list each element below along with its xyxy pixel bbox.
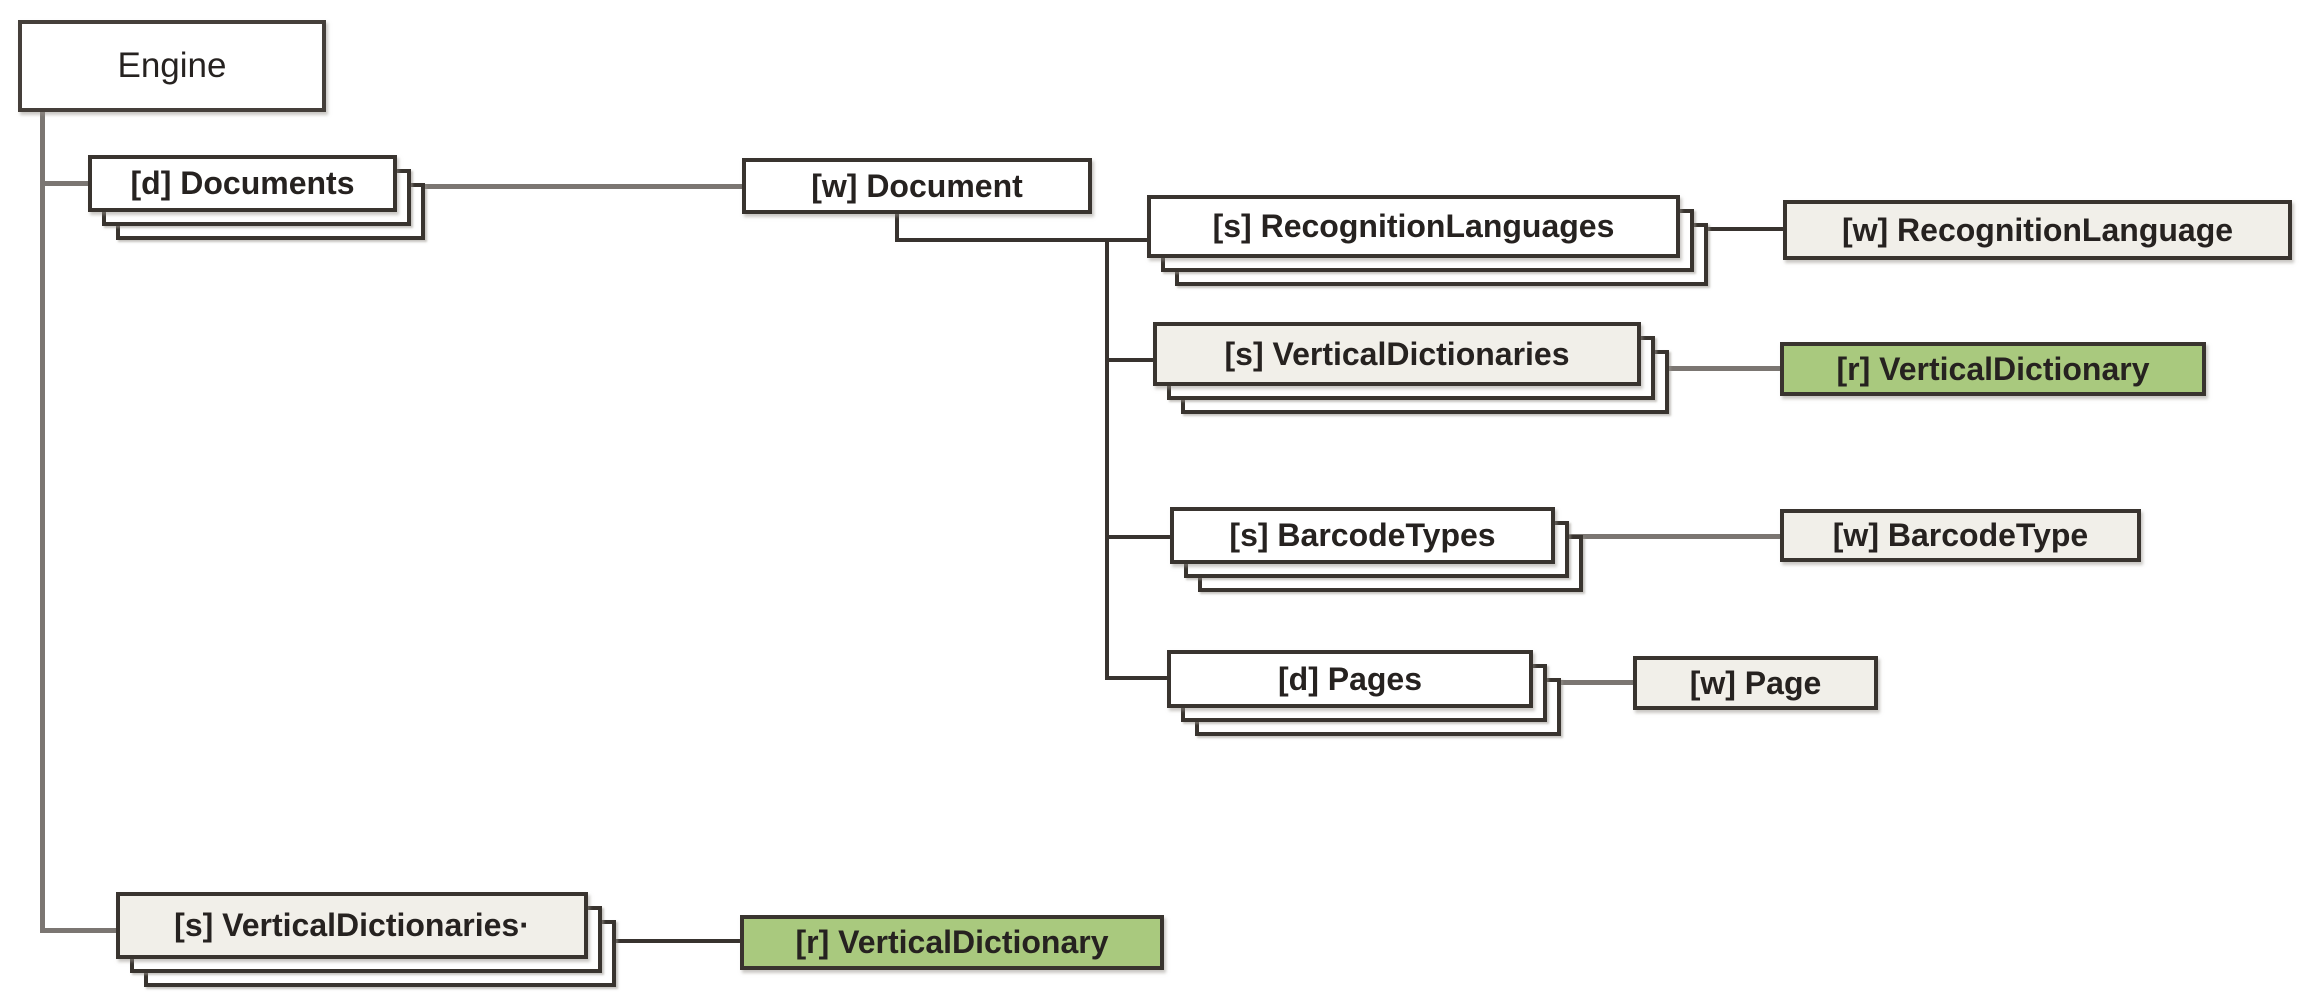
connector-verticaldictionaries-verticaldictionary bbox=[1630, 366, 1780, 371]
connector-document-child-spine bbox=[1105, 238, 1109, 680]
node-recognition-languages: [s] RecognitionLanguages bbox=[1147, 195, 1708, 286]
connector-documents-document bbox=[402, 184, 747, 189]
node-barcode-types-label: [s] BarcodeTypes bbox=[1229, 517, 1496, 553]
node-pages-label: [d] Pages bbox=[1277, 660, 1423, 697]
node-vertical-dictionaries-engine: [s] VerticalDictionaries· bbox=[116, 892, 616, 987]
node-engine: Engine bbox=[18, 20, 326, 112]
connector-pages-page bbox=[1525, 680, 1635, 685]
node-barcode-type: [w] BarcodeType bbox=[1780, 509, 2141, 562]
node-vertical-dictionary-label: [r] VerticalDictionary bbox=[1836, 350, 2150, 387]
connector-verticaldictionaries2-verticaldictionary2 bbox=[580, 939, 744, 943]
node-engine-label: Engine bbox=[117, 46, 227, 85]
node-recognition-language: [w] RecognitionLanguage bbox=[1783, 200, 2292, 260]
node-documents: [d] Documents bbox=[88, 155, 425, 240]
node-vertical-dictionary-engine: [r] VerticalDictionary bbox=[740, 915, 1164, 970]
connector-engine-verticaldictionaries bbox=[40, 928, 126, 933]
node-vertical-dictionaries-label: [s] VerticalDictionaries bbox=[1224, 335, 1570, 372]
node-vertical-dictionaries-engine-label: [s] VerticalDictionaries· bbox=[174, 907, 530, 943]
connector-spine-barcodetypes bbox=[1105, 535, 1170, 539]
node-recognition-languages-label: [s] RecognitionLanguages bbox=[1212, 208, 1615, 244]
connector-barcodetypes-barcodetype bbox=[1545, 534, 1780, 539]
node-barcode-type-label: [w] BarcodeType bbox=[1832, 517, 2089, 553]
node-pages: [d] Pages bbox=[1167, 650, 1561, 736]
node-page-label: [w] Page bbox=[1689, 664, 1822, 701]
connector-spine-pages bbox=[1105, 676, 1173, 680]
connector-spine-verticaldictionaries bbox=[1105, 358, 1160, 362]
connector-engine-documents bbox=[40, 181, 100, 186]
node-page: [w] Page bbox=[1633, 656, 1878, 710]
connector-engine-spine bbox=[40, 108, 45, 933]
node-barcode-types: [s] BarcodeTypes bbox=[1170, 507, 1583, 592]
node-document: [w] Document bbox=[742, 158, 1092, 214]
node-documents-label: [d] Documents bbox=[130, 165, 355, 201]
node-vertical-dictionary: [r] VerticalDictionary bbox=[1780, 342, 2206, 396]
node-document-label: [w] Document bbox=[811, 167, 1023, 204]
connector-document-drop bbox=[895, 212, 899, 242]
node-vertical-dictionaries: [s] VerticalDictionaries bbox=[1153, 322, 1669, 414]
connector-document-elbow bbox=[895, 238, 1153, 242]
node-vertical-dictionary-engine-label: [r] VerticalDictionary bbox=[795, 924, 1109, 960]
connector-recognitionlanguages-recognitionlanguage bbox=[1670, 227, 1783, 231]
node-recognition-language-label: [w] RecognitionLanguage bbox=[1841, 211, 2234, 248]
